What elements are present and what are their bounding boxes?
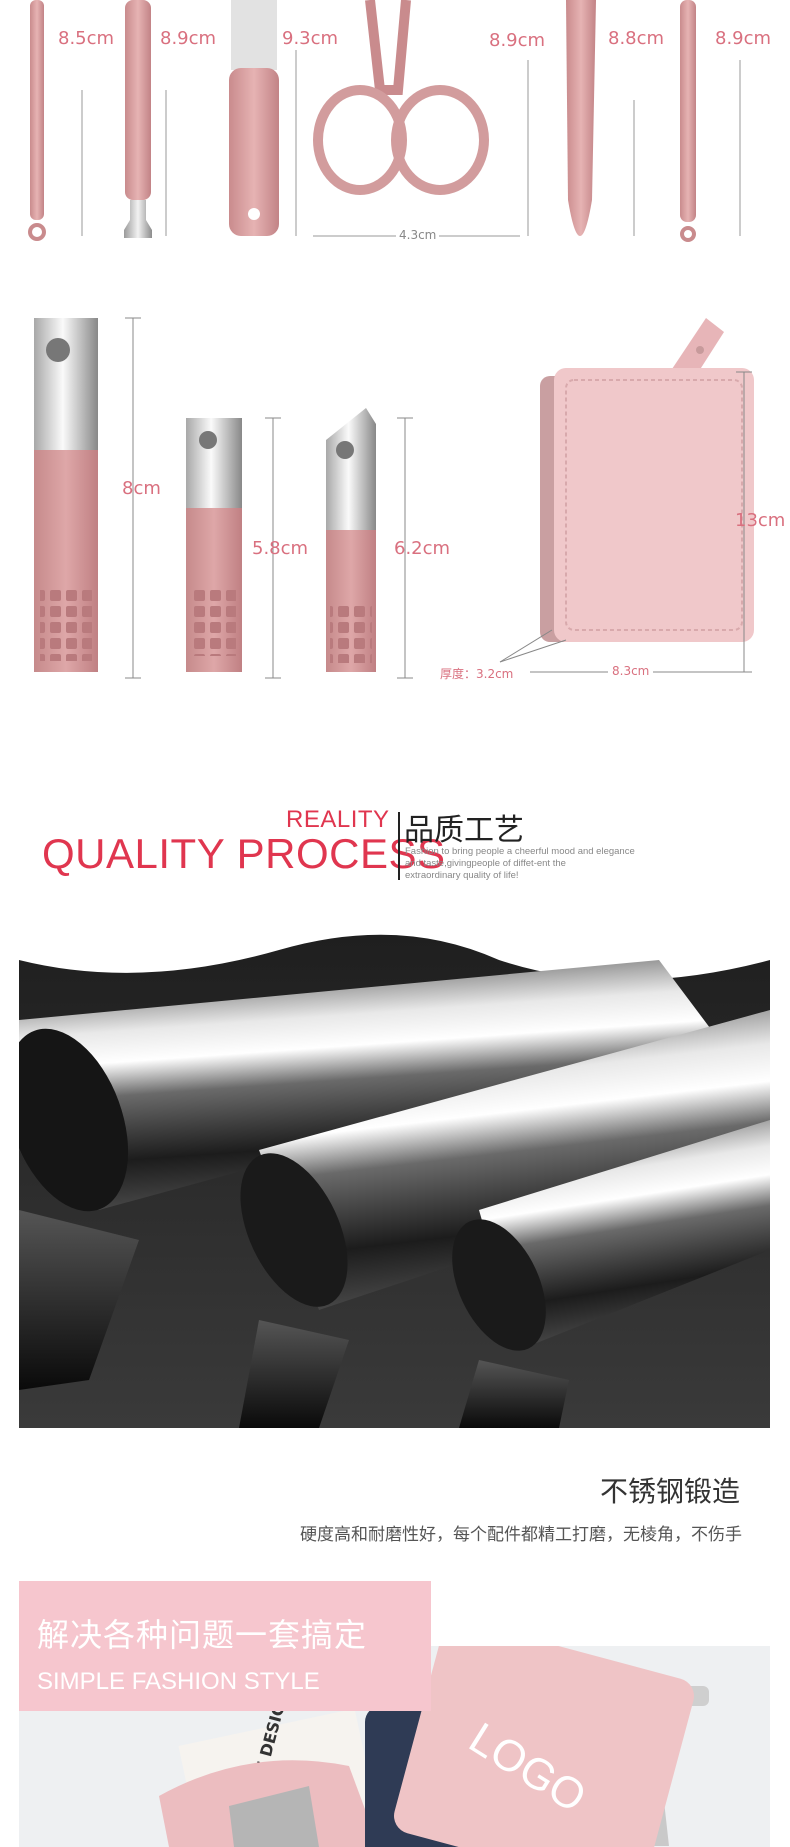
tools-row-1: 8.5cm 8.9cm 9.3cm 8.9cm 8.8cm 8.9cm 4.3c…	[0, 0, 790, 260]
dim-label: 8.9cm	[489, 30, 546, 51]
cuticle-fork	[124, 0, 152, 238]
forge-title: 不锈钢锻造	[599, 1475, 740, 1508]
banner-cn-slogan: 解决各种问题一套搞定	[37, 1616, 368, 1654]
dim-label: 8.9cm	[715, 28, 772, 49]
tools-row-2: 8cm 5.8cm 6.2cm 13cm 8.3cm 厚度：3.2cm	[0, 300, 790, 700]
leather-case	[540, 318, 754, 642]
reality-label: REALITY	[286, 806, 390, 833]
dim-label: 8.9cm	[160, 28, 217, 49]
banner-pink-panel	[19, 1581, 431, 1711]
clipper-dim-label: 8cm	[122, 478, 161, 499]
large-nail-clipper	[34, 318, 98, 672]
nail-file	[229, 0, 279, 236]
dim-label: 9.3cm	[282, 28, 339, 49]
scissors	[313, 0, 489, 195]
cuticle-pusher-1	[28, 0, 46, 241]
dim-label: 8.8cm	[608, 28, 665, 49]
title-divider	[398, 812, 400, 880]
case-thickness-label: 厚度：3.2cm	[440, 667, 514, 681]
quality-description: Fashion to bring people a cheerful mood …	[405, 846, 635, 881]
slanted-nail-clipper	[326, 408, 376, 672]
clipper-dim-label: 6.2cm	[394, 538, 451, 559]
dim-label: 8.5cm	[58, 28, 115, 49]
banner-en-slogan: SIMPLE FASHION STYLE	[37, 1668, 320, 1695]
tools-row-2-illustration	[34, 317, 754, 679]
stainless-steel-image	[19, 920, 770, 1428]
quality-cn-title: 品质工艺	[404, 813, 524, 848]
case-height-label: 13cm	[735, 510, 786, 531]
tools-row-1-illustration	[28, 0, 741, 242]
forge-description: 硬度高和耐磨性好，每个配件都精工打磨，无棱角，不伤手	[300, 1525, 742, 1545]
medium-nail-clipper	[186, 418, 242, 672]
clipper-dim-label: 5.8cm	[252, 538, 309, 559]
quality-process-title: QUALITY PROCESS	[42, 830, 446, 877]
case-width-label: 8.3cm	[608, 664, 654, 678]
tweezers	[566, 0, 596, 236]
scissor-width-label: 4.3cm	[396, 228, 440, 242]
cuticle-pusher-2	[680, 0, 696, 242]
